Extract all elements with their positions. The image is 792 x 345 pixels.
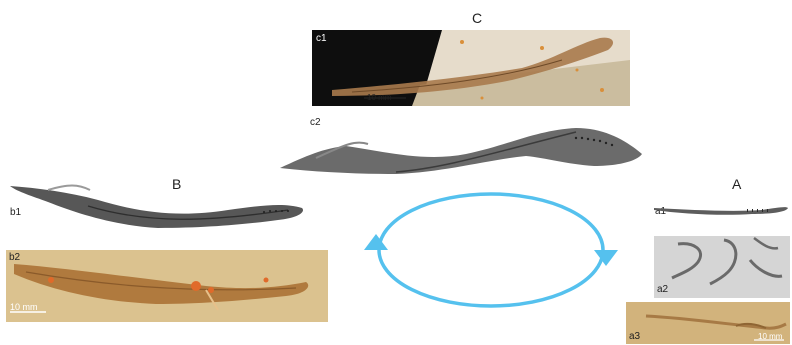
- larva-drawing-a1: [652, 198, 790, 220]
- panel-label-a2: a2: [657, 284, 668, 295]
- group-label-a: A: [732, 176, 741, 192]
- arrowhead-left-icon: [364, 234, 388, 250]
- lamprey-drawing-b1: [8, 180, 308, 236]
- fossil-photo-c1: c1 10 mm: [312, 30, 630, 106]
- scale-bar-label-b2: 10 mm: [10, 302, 38, 312]
- group-label-c: C: [472, 10, 482, 26]
- fossil-photo-a2: a2: [654, 236, 790, 298]
- panel-label-a3: a3: [629, 331, 640, 342]
- lamprey-drawing-c2: [276, 122, 646, 178]
- panel-label-c1: c1: [316, 33, 327, 44]
- scale-bar-label-c1: 10 mm: [367, 93, 391, 102]
- life-cycle-arrow: [360, 186, 622, 314]
- scale-bar-label-a3: 10 mm: [758, 332, 782, 341]
- arrowhead-right-icon: [594, 250, 618, 266]
- fossil-photo-b2: b2 10 mm: [6, 250, 328, 322]
- fossil-photo-a3: a3 10 mm: [626, 302, 790, 344]
- panel-label-b2: b2: [9, 252, 20, 263]
